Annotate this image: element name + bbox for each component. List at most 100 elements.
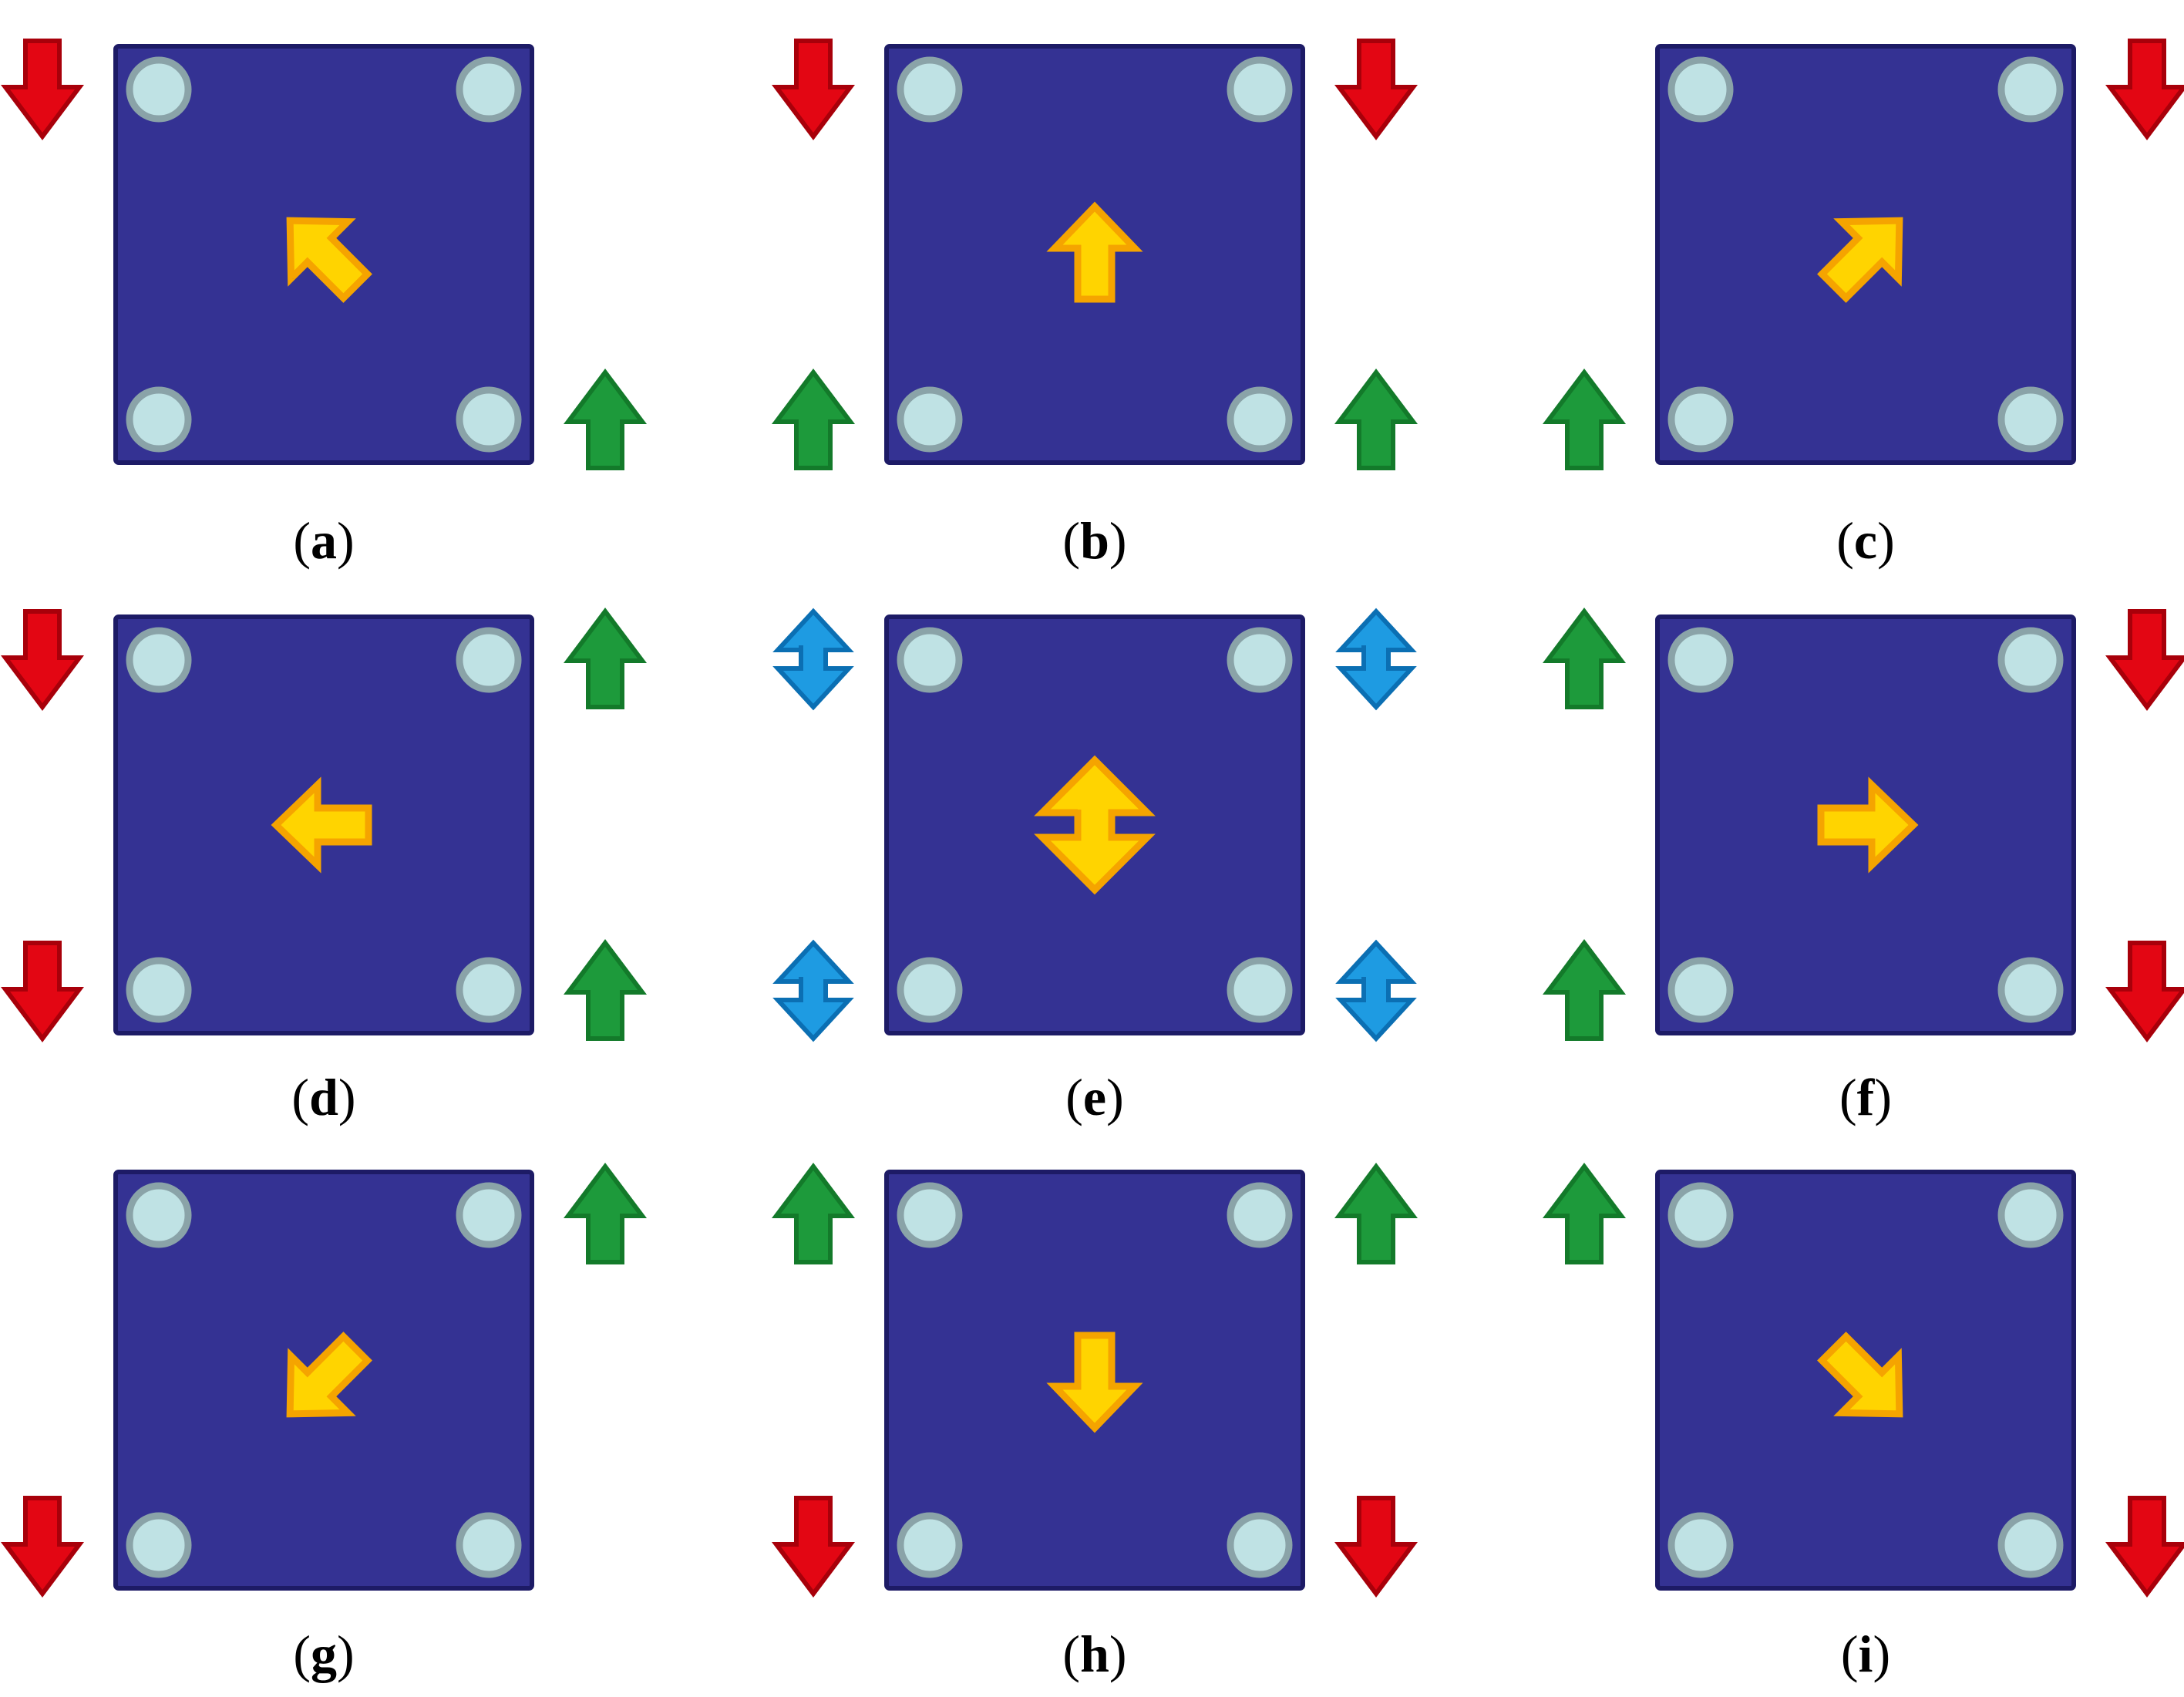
arrow-up-tl-h-icon xyxy=(772,1163,855,1264)
arrow-up-bl-c-icon xyxy=(1543,369,1626,470)
wheel-br-g xyxy=(456,1512,522,1578)
arrow-down-tl-d-icon xyxy=(1,609,84,711)
motion-arrow-h-icon xyxy=(1046,1332,1143,1433)
panel-caption-a: (a) xyxy=(293,511,354,570)
arrow-down-tr-b-icon xyxy=(1334,39,1418,140)
motion-arrow-b-icon xyxy=(1046,201,1143,303)
wheel-bl-a xyxy=(126,386,192,453)
arrow-down-tl-a-icon xyxy=(1,39,84,140)
wheel-bl-b xyxy=(897,386,963,453)
wheel-br-a xyxy=(456,386,522,453)
motion-arrow-g-icon xyxy=(286,1332,372,1418)
arrow-up-br-a-icon xyxy=(564,369,647,470)
wheel-br-b xyxy=(1227,386,1293,453)
wheel-tr-f xyxy=(1997,627,2064,693)
panel-label-g: g xyxy=(311,1625,337,1683)
panel-caption-i: (i) xyxy=(1841,1625,1890,1683)
wheel-tl-h xyxy=(897,1182,963,1248)
wheel-bl-f xyxy=(1667,957,1734,1023)
wheel-br-h xyxy=(1227,1512,1293,1578)
wheel-bl-g xyxy=(126,1512,192,1578)
arrow-up-tl-f-icon xyxy=(1543,608,1626,709)
arrow-down-tr-f-icon xyxy=(2105,609,2184,711)
arrow-up-tl-i-icon xyxy=(1543,1163,1626,1264)
panel-label-c: c xyxy=(1854,511,1877,570)
wheel-tl-d xyxy=(126,627,192,693)
wheel-bl-h xyxy=(897,1512,963,1578)
wheel-bl-c xyxy=(1667,386,1734,453)
panel-label-a: a xyxy=(311,511,337,570)
wheel-tr-c xyxy=(1997,56,2064,123)
panel-caption-b: (b) xyxy=(1062,511,1126,570)
panel-a: (a) xyxy=(1,39,647,570)
panel-caption-f: (f) xyxy=(1839,1068,1892,1126)
wheel-tr-a xyxy=(456,56,522,123)
arrow-both-bl-e-icon xyxy=(772,939,854,1042)
motion-arrow-i-icon xyxy=(1817,1332,1903,1418)
arrow-up-bl-b-icon xyxy=(772,369,855,470)
wheel-tr-e xyxy=(1227,627,1293,693)
panel-caption-d: (d) xyxy=(291,1068,355,1126)
motion-arrow-f-icon xyxy=(1817,776,1919,874)
arrow-down-bl-h-icon xyxy=(772,1496,855,1598)
wheel-br-e xyxy=(1227,957,1293,1023)
wheel-bl-d xyxy=(126,957,192,1023)
panel-b: (b) xyxy=(772,39,1418,570)
wheel-br-f xyxy=(1997,957,2064,1023)
motion-arrow-d-icon xyxy=(271,776,372,874)
motion-arrow-c-icon xyxy=(1817,217,1903,303)
arrow-both-br-e-icon xyxy=(1335,939,1417,1042)
panel-label-e: e xyxy=(1083,1068,1106,1126)
arrow-both-tr-e-icon xyxy=(1335,608,1417,711)
arrow-up-tr-g-icon xyxy=(564,1163,647,1264)
panel-caption-g: (g) xyxy=(293,1625,354,1683)
panel-g: (g) xyxy=(1,1163,647,1683)
panel-caption-h: (h) xyxy=(1062,1625,1126,1683)
wheel-tr-h xyxy=(1227,1182,1293,1248)
arrow-up-bl-f-icon xyxy=(1543,939,1626,1041)
panel-c: (c) xyxy=(1543,39,2184,570)
wheel-tr-d xyxy=(456,627,522,693)
wheel-tl-f xyxy=(1667,627,1734,693)
panel-label-i: i xyxy=(1859,1625,1873,1683)
wheel-tl-c xyxy=(1667,56,1734,123)
arrow-down-br-f-icon xyxy=(2105,941,2184,1042)
arrow-up-br-b-icon xyxy=(1334,369,1418,470)
wheel-tl-e xyxy=(897,627,963,693)
wheel-br-c xyxy=(1997,386,2064,453)
panel-caption-c: (c) xyxy=(1836,511,1895,570)
arrow-down-bl-d-icon xyxy=(1,941,84,1042)
panel-label-h: h xyxy=(1080,1625,1109,1683)
panel-e: (e) xyxy=(772,608,1417,1126)
wheel-bl-e xyxy=(897,957,963,1023)
panel-label-b: b xyxy=(1080,511,1109,570)
panel-f: (f) xyxy=(1543,608,2184,1126)
panel-caption-e: (e) xyxy=(1065,1068,1124,1126)
arrow-down-bl-g-icon xyxy=(1,1496,84,1598)
wheel-tl-i xyxy=(1667,1182,1734,1248)
arrow-both-tl-e-icon xyxy=(772,608,854,711)
wheel-tr-i xyxy=(1997,1182,2064,1248)
motion-arrow-a-icon xyxy=(286,217,372,303)
wheel-br-d xyxy=(456,957,522,1023)
arrow-up-tr-d-icon xyxy=(564,608,647,709)
wheel-tr-g xyxy=(456,1182,522,1248)
arrow-up-br-d-icon xyxy=(564,939,647,1041)
panel-label-d: d xyxy=(309,1068,338,1126)
wheel-tl-g xyxy=(126,1182,192,1248)
arrow-down-br-i-icon xyxy=(2105,1496,2184,1598)
arrow-down-tr-c-icon xyxy=(2105,39,2184,140)
arrow-down-br-h-icon xyxy=(1334,1496,1418,1598)
wheel-br-i xyxy=(1997,1512,2064,1578)
panel-i: (i) xyxy=(1543,1163,2184,1683)
arrow-up-tr-h-icon xyxy=(1334,1163,1418,1264)
wheel-tr-b xyxy=(1227,56,1293,123)
wheel-bl-i xyxy=(1667,1512,1734,1578)
motion-arrow-e-icon xyxy=(1034,755,1156,895)
panel-d: (d) xyxy=(1,608,647,1126)
wheel-tl-b xyxy=(897,56,963,123)
arrow-down-tl-b-icon xyxy=(772,39,855,140)
wheel-tl-a xyxy=(126,56,192,123)
panel-h: (h) xyxy=(772,1163,1418,1683)
